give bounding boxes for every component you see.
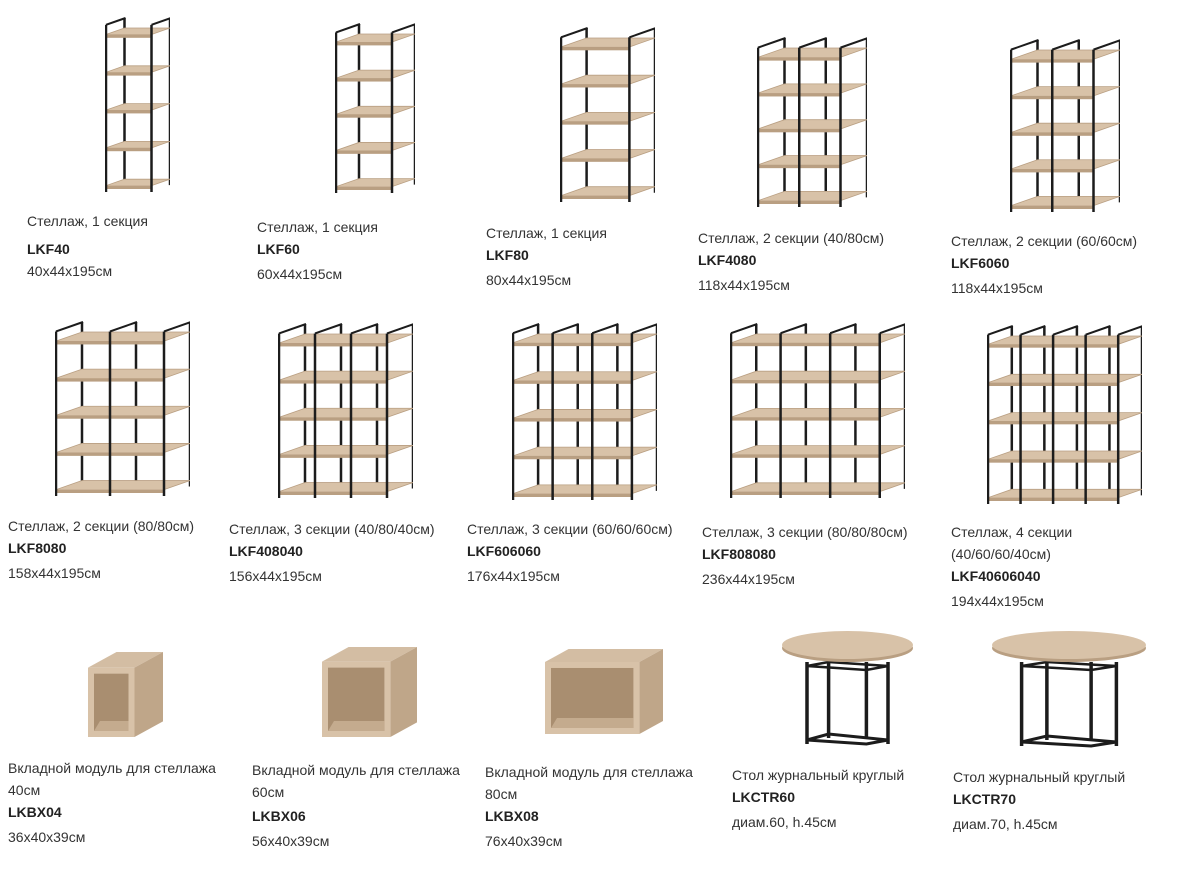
product-code[interactable]: LKBX08 xyxy=(485,808,539,824)
product-code[interactable]: LKF40606040 xyxy=(951,568,1041,584)
product-size: 76x40x39см xyxy=(485,833,563,849)
product-size: 158x44x195см xyxy=(8,565,101,581)
shelving-3-sections-image[interactable] xyxy=(512,322,657,504)
product-size: 176x44x195см xyxy=(467,568,560,584)
product-size: 56x40x39см xyxy=(252,833,330,849)
product-title-line2: (40/60/60/40см) xyxy=(951,546,1051,562)
product-title: Стеллаж, 1 секция xyxy=(257,219,378,235)
product-size: 60x44x195см xyxy=(257,266,343,282)
product-code[interactable]: LKF8080 xyxy=(8,540,67,556)
product-code[interactable]: LKF60 xyxy=(257,241,300,257)
product-code[interactable]: LKF6060 xyxy=(951,255,1010,271)
product-code[interactable]: LKF408040 xyxy=(229,543,303,559)
product-code[interactable]: LKCTR60 xyxy=(732,789,796,805)
product-title-line2: 40см xyxy=(8,782,41,798)
product-code[interactable]: LKBX04 xyxy=(8,804,62,820)
product-size: 80x44x195см xyxy=(486,272,572,288)
product-size: 36x40x39см xyxy=(8,829,86,845)
shelving-1-section-image[interactable] xyxy=(560,26,655,206)
product-title: Вкладной модуль для стеллажа xyxy=(485,764,693,780)
shelving-3-sections-image[interactable] xyxy=(278,322,413,502)
shelving-1-section-image[interactable] xyxy=(105,16,170,196)
product-title: Стол журнальный круглый xyxy=(953,769,1126,785)
shelving-2-sections-image[interactable] xyxy=(55,320,190,500)
product-size: 118x44x195см xyxy=(951,280,1043,296)
product-title: Стеллаж, 3 секции (80/80/80см) xyxy=(702,524,908,540)
shelving-2-sections-image[interactable] xyxy=(757,36,867,211)
insert-module-image[interactable] xyxy=(545,649,663,734)
product-code[interactable]: LKF4080 xyxy=(698,252,757,268)
shelving-2-sections-image[interactable] xyxy=(1010,38,1120,216)
product-code[interactable]: LKBX06 xyxy=(252,808,306,824)
product-title: Стеллаж, 1 секция xyxy=(486,225,607,241)
product-code[interactable]: LKF40 xyxy=(27,241,70,257)
round-coffee-table-image[interactable] xyxy=(780,630,915,750)
product-title: Стол журнальный круглый xyxy=(732,767,905,783)
insert-module-image[interactable] xyxy=(88,652,163,737)
product-title: Стеллаж, 4 секции xyxy=(951,524,1073,540)
product-title: Вкладной модуль для стеллажа xyxy=(8,760,216,776)
product-size: 118x44x195см xyxy=(698,277,790,293)
product-title-line2: 60см xyxy=(252,784,285,800)
product-title: Стеллаж, 2 секции (60/60см) xyxy=(951,233,1138,249)
product-title: Стеллаж, 2 секции (80/80см) xyxy=(8,518,195,534)
product-size: 156x44x195см xyxy=(229,568,322,584)
product-title-line2: 80см xyxy=(485,786,518,802)
product-size: 40x44x195см xyxy=(27,263,113,279)
product-size: 236x44x195см xyxy=(702,571,795,587)
product-size: диам.60, h.45см xyxy=(732,814,837,830)
product-code[interactable]: LKF80 xyxy=(486,247,529,263)
round-coffee-table-image[interactable] xyxy=(990,630,1148,752)
product-title: Стеллаж, 3 секции (60/60/60см) xyxy=(467,521,673,537)
product-code[interactable]: LKCTR70 xyxy=(953,791,1017,807)
product-code[interactable]: LKF808080 xyxy=(702,546,776,562)
shelving-4-sections-image[interactable] xyxy=(987,324,1142,508)
product-title: Стеллаж, 3 секции (40/80/40см) xyxy=(229,521,435,537)
product-size: диам.70, h.45см xyxy=(953,816,1058,832)
shelving-1-section-image[interactable] xyxy=(335,22,415,197)
product-title: Стеллаж, 2 секции (40/80см) xyxy=(698,230,885,246)
shelving-3-sections-image[interactable] xyxy=(730,322,905,502)
product-code[interactable]: LKF606060 xyxy=(467,543,541,559)
insert-module-image[interactable] xyxy=(322,647,417,737)
product-title: Стеллаж, 1 секция xyxy=(27,213,148,229)
product-size: 194x44x195см xyxy=(951,593,1044,609)
product-title: Вкладной модуль для стеллажа xyxy=(252,762,460,778)
